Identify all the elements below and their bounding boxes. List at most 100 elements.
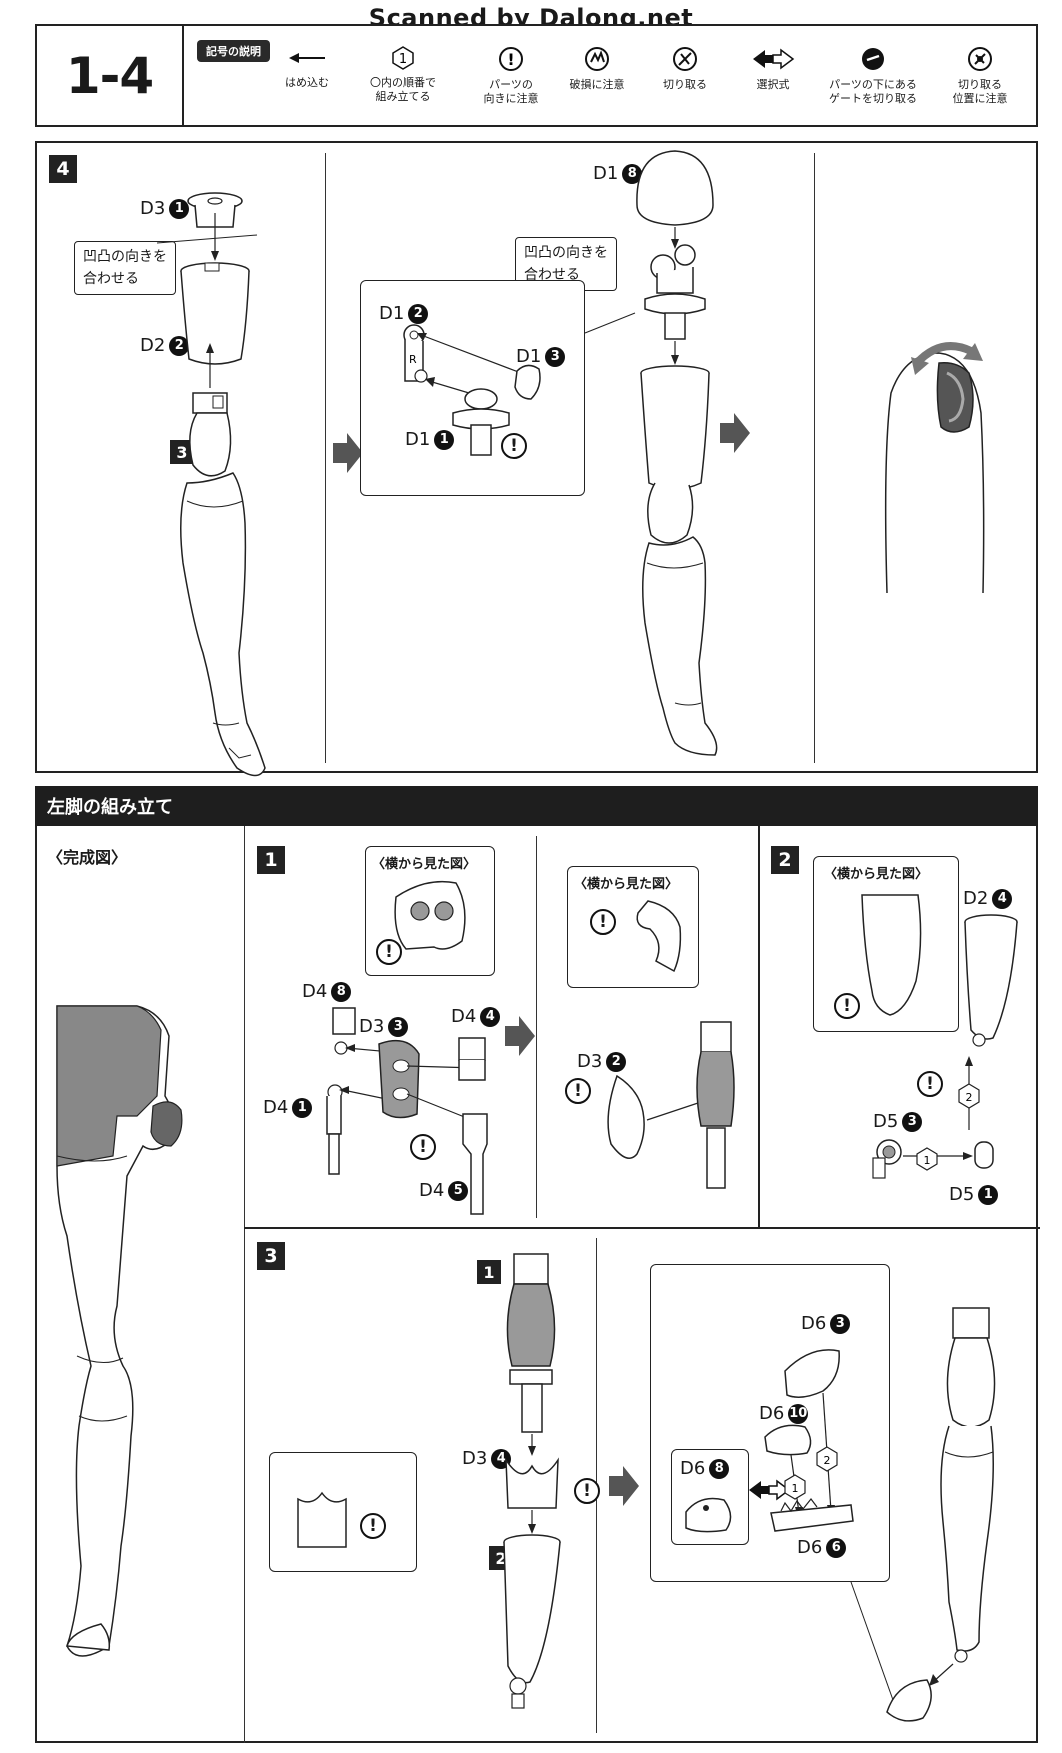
orientation-warning-icon: !: [590, 909, 616, 935]
step-number: 3: [257, 1242, 285, 1270]
legend-insert: はめ込む: [257, 46, 357, 90]
legend-label: 切り取る: [663, 78, 707, 91]
gate-cut-icon: [862, 48, 884, 70]
legend-label: 〇内の順番で 組み立てる: [370, 76, 436, 103]
side-view-inset: 〈横から見た図〉 !: [813, 856, 959, 1032]
side-view-drawing: [636, 900, 682, 973]
legend-label: 破損に注意: [569, 78, 625, 91]
svg-text:2: 2: [966, 1091, 973, 1104]
completed-leg-drawing: [56, 1005, 183, 1657]
legend-label: 切り取る 位置に注意: [952, 78, 1008, 105]
orientation-warning-icon: !: [574, 1478, 600, 1504]
legend-choice: 選択式: [723, 46, 823, 92]
cut-icon: [673, 47, 697, 71]
warning-icon: !: [499, 47, 523, 71]
r-mark: R: [409, 353, 417, 366]
knee-parts-drawing: [326, 1007, 488, 1215]
next-step-arrow-icon: [333, 433, 363, 473]
svg-text:2: 2: [824, 1454, 831, 1467]
legend-label: パーツの 向きに注意: [483, 78, 539, 105]
orientation-warning-icon: !: [565, 1078, 591, 1104]
next-step-arrow-icon: [609, 1466, 639, 1506]
side-view-inset: 〈横から見た図〉 !: [365, 846, 495, 976]
choice-arrows-icon: [749, 1479, 791, 1501]
svg-text:1: 1: [399, 52, 407, 67]
orientation-warning-icon: !: [917, 1071, 943, 1097]
orientation-warning-icon: !: [376, 939, 402, 965]
legend-break: 破損に注意: [547, 46, 647, 92]
next-step-arrow-icon: [505, 1016, 535, 1056]
knee-cap-drawing: [607, 1021, 735, 1189]
order-step-2-icon: 2: [958, 1056, 980, 1130]
hip-rotation-drawing: [884, 342, 985, 594]
step-number-heading: 1-4: [37, 26, 184, 125]
ankle-joint-drawing: 1: [872, 1139, 994, 1179]
orientation-warning-icon: !: [360, 1513, 386, 1539]
foot-parts-drawing: 2 1: [764, 1349, 854, 1532]
column-divider: [244, 826, 245, 1743]
column-divider: [814, 153, 815, 763]
svg-text:!: !: [507, 50, 514, 69]
hip-joint-drawing: R: [403, 324, 541, 456]
cut-position-icon: [968, 47, 992, 71]
assembled-lower-leg-drawing: [850, 1307, 996, 1722]
column-divider: [536, 836, 537, 1218]
legend-cut-position: 切り取る 位置に注意: [930, 46, 1030, 106]
column-divider: [325, 153, 326, 763]
orientation-warning-icon: !: [834, 993, 860, 1019]
d3-detail-inset: !: [269, 1452, 417, 1572]
row-divider: [244, 1227, 1040, 1229]
side-view-drawing: [394, 880, 466, 950]
legend-gate-cut: パーツの下にある ゲートを切り取る: [815, 46, 931, 106]
side-view-drawing: [861, 894, 922, 1016]
assembled-leg-drawing: [584, 150, 718, 756]
orientation-warning-icon: !: [501, 433, 527, 459]
step-header: 1-4 記号の説明 はめ込む 1 〇内の順番で 組み立てる ! パーツの 向きに…: [35, 24, 1038, 127]
svg-text:1: 1: [792, 1482, 799, 1495]
choice-arrows-icon: [753, 48, 795, 70]
side-view-inset: 〈横から見た図〉 !: [567, 866, 699, 988]
arrow-left-icon: [289, 53, 325, 63]
svg-text:1: 1: [924, 1154, 931, 1167]
legend-label: パーツの下にある ゲートを切り取る: [829, 78, 917, 105]
side-view-label: 〈横から見た図〉: [574, 877, 679, 892]
side-view-label: 〈横から見た図〉: [372, 857, 477, 872]
callout-align-notch: 凹凸の向きを 合わせる: [74, 241, 176, 295]
next-step-arrow-icon: [720, 413, 750, 453]
completed-view-label: 〈完成図〉: [47, 848, 128, 867]
alternate-toe-drawing: [685, 1497, 732, 1533]
leg-assembly-drawing: [156, 192, 266, 777]
section-title-bar: 左脚の組み立て: [35, 786, 1038, 826]
legend-label: 選択式: [756, 78, 790, 91]
step-number: 4: [49, 155, 77, 183]
step-number: 1: [257, 846, 285, 874]
legend-label: はめ込む: [285, 76, 329, 89]
legend-title: 記号の説明: [197, 40, 270, 62]
legend-orientation: ! パーツの 向きに注意: [461, 46, 561, 106]
break-caution-icon: [585, 47, 609, 71]
d3-detail-drawing: [297, 1491, 347, 1548]
legend-cut: 切り取る: [635, 46, 735, 92]
